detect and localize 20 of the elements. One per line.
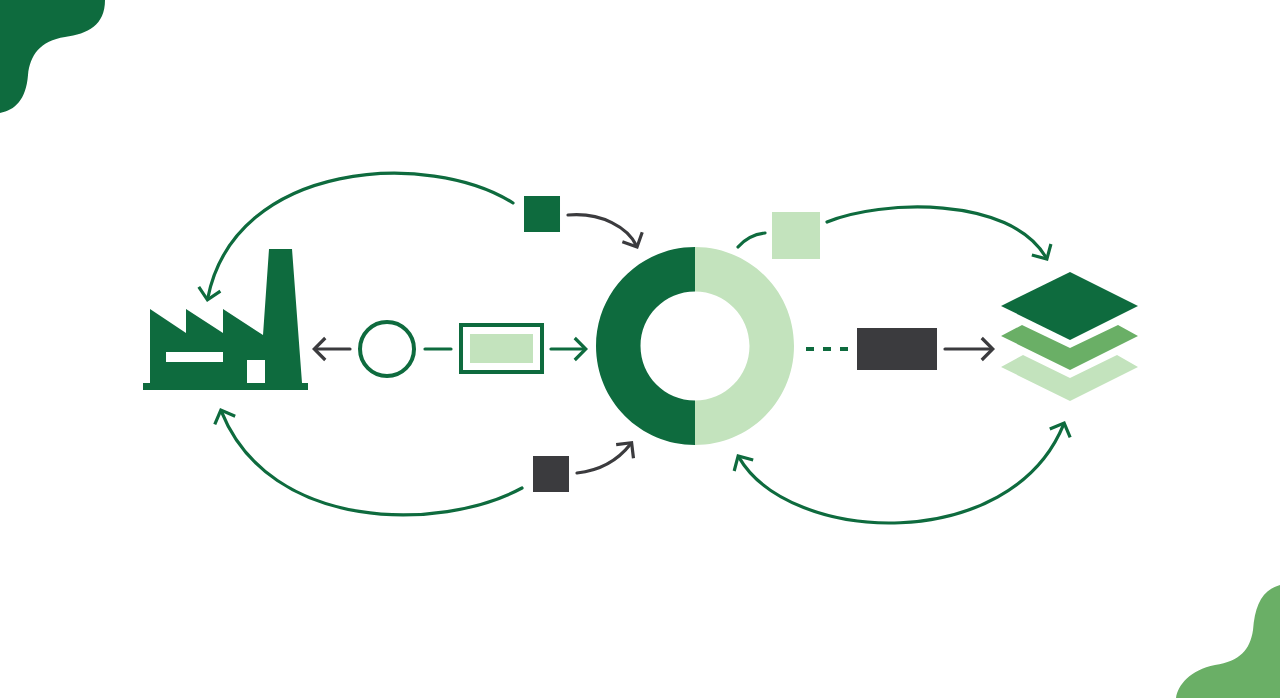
circle-outline xyxy=(358,320,416,378)
square-block xyxy=(533,456,569,492)
curved-arrow xyxy=(575,441,636,475)
square-block xyxy=(524,196,560,232)
framed-rectangle xyxy=(459,323,544,374)
square-block xyxy=(772,212,820,259)
factory-icon xyxy=(143,249,308,390)
curved-arrow xyxy=(825,205,1053,261)
split-ring xyxy=(596,247,794,445)
double-headed-arrow xyxy=(732,421,1072,525)
curved-arrow xyxy=(566,213,644,249)
arrow xyxy=(943,336,995,362)
curved-arrow xyxy=(197,171,515,302)
layers-icon xyxy=(1001,272,1138,401)
arrow xyxy=(549,336,588,362)
curved-line xyxy=(736,231,767,249)
rectangle-block xyxy=(857,328,937,370)
curved-arrow xyxy=(213,408,524,517)
connector-line xyxy=(423,347,453,351)
dashed-line xyxy=(806,347,848,351)
